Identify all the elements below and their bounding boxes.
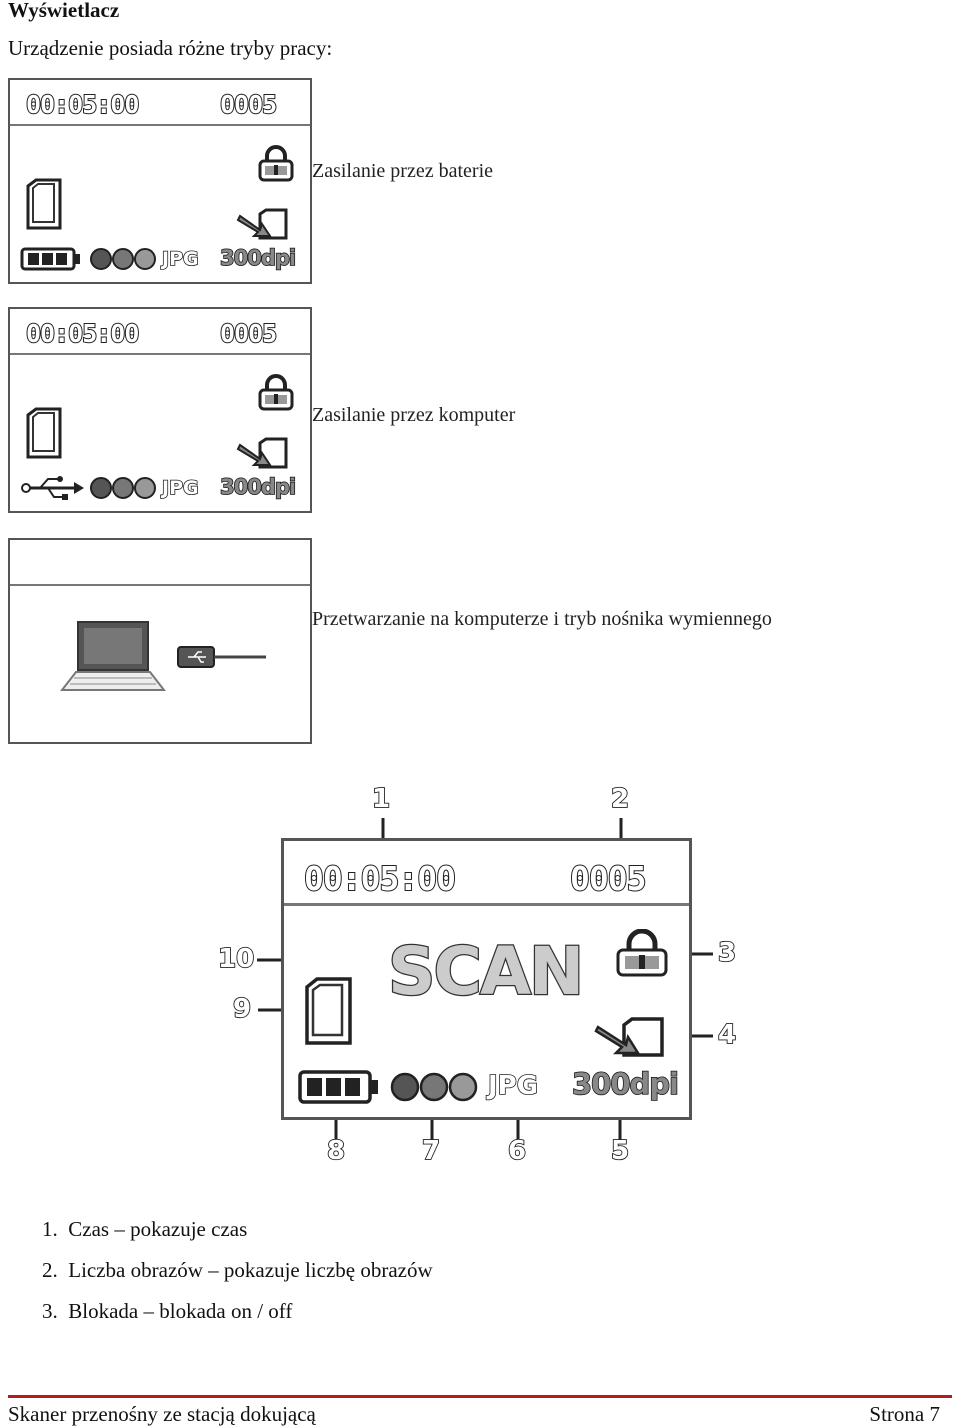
callout-5: 5 — [610, 1135, 630, 1167]
callout-10: 10 — [217, 943, 255, 975]
time-display: 00:05:00 — [303, 858, 457, 899]
footer-page-number: Strona 7 — [869, 1402, 940, 1426]
lcd-panel-annotated: 00:05:00 0005 SCAN JPG 300dpi — [281, 838, 692, 1120]
scan-status-text: SCAN — [387, 932, 586, 1012]
callout-4: 4 — [717, 1019, 737, 1051]
time-display: 00:05:00 — [25, 318, 140, 349]
list-text: Liczba obrazów – pokazuje liczbę obrazów — [68, 1258, 433, 1282]
format-label: JPG — [161, 476, 199, 500]
sd-card-icon — [305, 977, 352, 1045]
quality-dots-icon — [90, 477, 156, 499]
quality-dots-icon — [90, 248, 156, 270]
format-label: JPG — [161, 247, 199, 271]
lcd-top-bar — [10, 309, 310, 355]
battery-icon — [20, 247, 80, 271]
battery-icon — [298, 1070, 378, 1104]
format-label: JPG — [487, 1070, 539, 1102]
footer-title: Skaner przenośny ze stacją dokującą — [8, 1402, 316, 1426]
laptop-icon — [60, 621, 166, 691]
callout-8: 8 — [326, 1135, 346, 1167]
section-heading: Wyświetlacz — [8, 0, 120, 22]
mode-caption-battery: Zasilanie przez baterie — [312, 160, 493, 182]
lcd-top-bar — [10, 540, 310, 586]
callout-6: 6 — [507, 1135, 527, 1167]
lcd-panel-computer: 00:05:00 0005 JPG 300dpi — [8, 307, 312, 513]
callout-9: 9 — [232, 993, 252, 1025]
list-text: Blokada – blokada on / off — [68, 1299, 293, 1323]
list-item: 3. Blokada – blokada on / off — [42, 1299, 292, 1324]
callout-7: 7 — [421, 1135, 441, 1167]
quality-dots-icon — [390, 1072, 478, 1102]
time-display: 00:05:00 — [25, 89, 140, 120]
lock-icon — [258, 145, 294, 182]
lcd-panel-pc-mode — [8, 538, 312, 744]
list-number: 1. — [42, 1217, 58, 1241]
lock-icon — [616, 929, 668, 977]
card-transfer-icon — [236, 208, 288, 240]
list-number: 3. — [42, 1299, 58, 1323]
resolution-label: 300dpi — [219, 245, 297, 271]
image-count-display: 0005 — [219, 318, 278, 349]
resolution-label: 300dpi — [571, 1066, 680, 1102]
lcd-top-bar — [10, 80, 310, 126]
resolution-label: 300dpi — [219, 474, 297, 500]
sd-card-icon — [26, 407, 62, 459]
lcd-top-bar — [284, 841, 689, 906]
lcd-panel-battery: 00:05:00 0005 JPG 300dpi — [8, 78, 312, 284]
intro-text: Urządzenie posiada różne tryby pracy: — [8, 36, 333, 60]
list-item: 2. Liczba obrazów – pokazuje liczbę obra… — [42, 1258, 433, 1283]
footer-rule — [8, 1395, 952, 1398]
sd-card-icon — [26, 178, 62, 230]
list-text: Czas – pokazuje czas — [68, 1217, 248, 1241]
mode-caption-computer: Zasilanie przez komputer — [312, 404, 516, 426]
usb-plug-icon — [177, 646, 266, 668]
callout-2: 2 — [610, 783, 630, 815]
mode-caption-pc: Przetwarzanie na komputerze i tryb nośni… — [312, 608, 772, 630]
image-count-display: 0005 — [569, 858, 648, 899]
list-item: 1. Czas – pokazuje czas — [42, 1217, 247, 1242]
lock-icon — [258, 374, 294, 411]
callout-1: 1 — [371, 783, 391, 815]
callout-3: 3 — [717, 937, 737, 969]
image-count-display: 0005 — [219, 89, 278, 120]
card-transfer-icon — [236, 437, 288, 469]
list-number: 2. — [42, 1258, 58, 1282]
card-transfer-icon — [594, 1017, 664, 1057]
usb-icon — [21, 476, 84, 500]
